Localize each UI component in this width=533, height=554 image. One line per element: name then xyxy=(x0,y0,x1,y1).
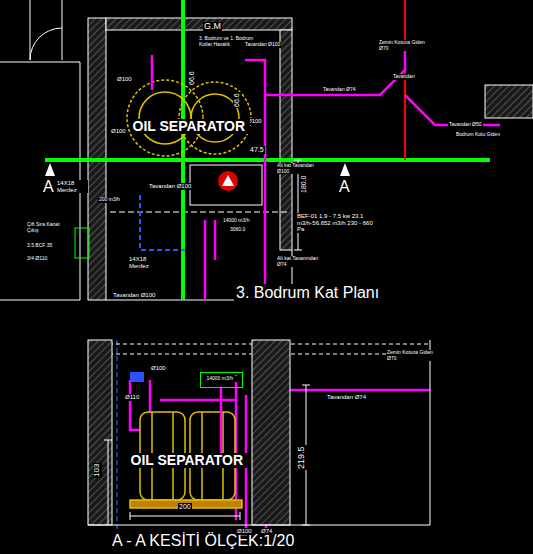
annotation-label: G.M xyxy=(203,22,222,32)
annotation-label: 180.0 xyxy=(300,174,308,194)
annotation-label: Tavandan Ø100 xyxy=(148,183,192,190)
node-text: OIL SEPARATOR xyxy=(131,119,250,134)
fan-unit xyxy=(190,165,262,205)
annotation-label: 14X18 Menfez xyxy=(128,256,160,269)
annotation-label: Ø74 xyxy=(260,528,273,535)
annotation-label: Zemin Kotuna Giden Ø70 xyxy=(378,40,430,51)
annotation-label: Bodrum Kotu Giden xyxy=(455,132,502,138)
annotation-label: Ø100 xyxy=(236,528,253,535)
annotation-label: 3/4 Ø110 xyxy=(26,256,48,262)
annotation-label: Tavandan xyxy=(392,74,416,80)
annotation-label: A xyxy=(338,178,351,196)
annotation-label: 47.5 xyxy=(249,146,265,154)
node-text: 14000 m3/h xyxy=(205,376,238,382)
separator-label-box: OIL SEPARATOR xyxy=(129,453,248,471)
separator-label-box: OIL SEPARATOR xyxy=(131,119,250,137)
annotation-label: Zemin Kotuna Giden Ø70 xyxy=(386,350,438,361)
annotation-label: 200 xyxy=(178,503,192,511)
annotation-label: BEF-01 1.9 - 7.5 kw 23.1 m3/h-56.652 m3/… xyxy=(296,213,376,233)
annotation-label: Çift Sıra Kanat Çıkış xyxy=(26,222,72,233)
annotation-label: Tavandan Ø50 xyxy=(448,122,483,128)
plan-walls xyxy=(0,0,533,300)
node-text: OIL SEPARATOR xyxy=(129,453,248,468)
section-cut-lines xyxy=(45,0,490,300)
annotation-label: Ø110 xyxy=(124,394,140,401)
annotation-label: 14X18 Menfez xyxy=(56,180,88,193)
fan-unit-box: 14000 m3/h xyxy=(200,372,243,388)
annotation-label: 3060.0 xyxy=(229,227,246,233)
annotation-label: 3.5 BCF 35 xyxy=(26,243,53,249)
section-walls xyxy=(88,340,430,525)
annotation-label: 200 m3/h xyxy=(98,197,121,203)
pipe-connector xyxy=(220,388,223,453)
plan-title: 3. Bodrum Kat Planı xyxy=(234,284,381,302)
annotation-label: Tavandan Ø74 xyxy=(326,394,367,401)
annotation-label: Tavandan Ø100 xyxy=(244,42,281,48)
annotation-label: Ø100 xyxy=(116,76,133,83)
annotation-label: Alt kat Tavanından Ø74 xyxy=(276,256,324,267)
annotation-label: Tavandan Ø100 xyxy=(112,292,156,299)
annotation-label: 66.6 xyxy=(233,92,241,108)
section-caption: A - A KESİTİ ÖLÇEK:1/20 xyxy=(110,532,296,550)
annotation-label: 103 xyxy=(93,463,102,478)
annotation-label: 219.5 xyxy=(297,445,307,470)
annotation-label: A xyxy=(42,178,55,196)
annotation-label: Alt kat Tavandan Ø100 xyxy=(276,163,318,174)
annotation-label: 66.6 xyxy=(188,70,196,86)
dimension-lines xyxy=(104,160,310,525)
annotation-label: 14000 m3/h xyxy=(222,218,250,224)
ducts xyxy=(75,195,185,548)
annotation-label: Ø100 xyxy=(150,365,167,372)
annotation-label: Tavandan Ø74 xyxy=(322,87,357,93)
separator-tanks-plan xyxy=(127,80,251,156)
annotation-label: Ø100 xyxy=(110,128,127,135)
